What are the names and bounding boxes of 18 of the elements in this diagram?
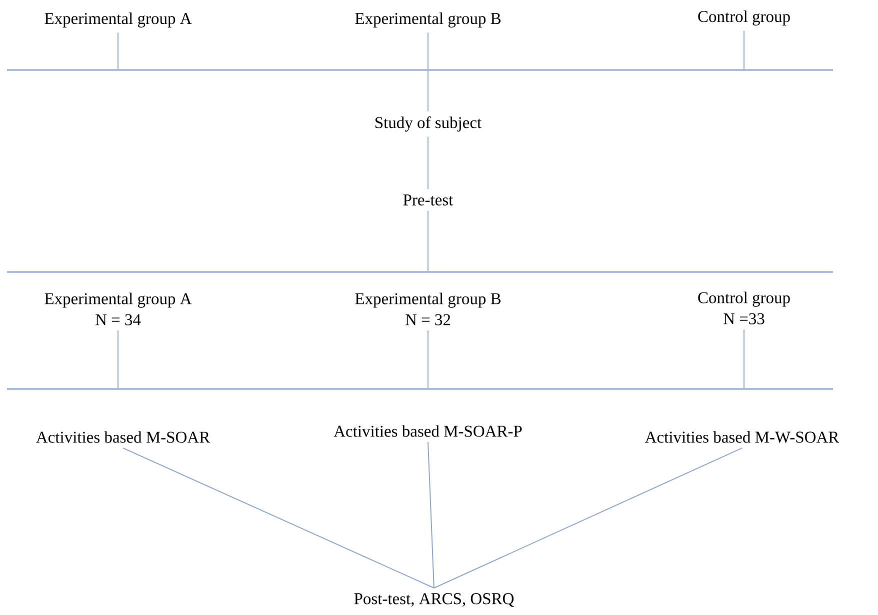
connector-line xyxy=(434,448,742,588)
group-label: Experimental group A N = 34 xyxy=(44,292,192,326)
group-label: Experimental group B N = 32 xyxy=(355,292,501,326)
step-label: Experimental group B xyxy=(355,12,501,28)
connector-line xyxy=(428,442,434,588)
step-label: Activities based M-SOAR-P xyxy=(334,425,522,437)
step-label: Activities based M-W-SOAR xyxy=(645,431,840,443)
step-label: Post-test, ARCS, OSRQ xyxy=(354,593,514,607)
divider-bar xyxy=(7,69,833,71)
step-label: Pre-test xyxy=(403,194,454,206)
step-label: Experimental group A xyxy=(44,12,192,28)
divider-bar xyxy=(7,388,833,390)
step-label: Study of subject xyxy=(375,116,482,132)
step-label: Control group xyxy=(698,10,790,26)
connector-line xyxy=(122,448,434,588)
group-label: Control group N =33 xyxy=(698,292,790,324)
step-label: Activities based M-SOAR xyxy=(36,431,210,443)
divider-bar xyxy=(7,271,833,273)
